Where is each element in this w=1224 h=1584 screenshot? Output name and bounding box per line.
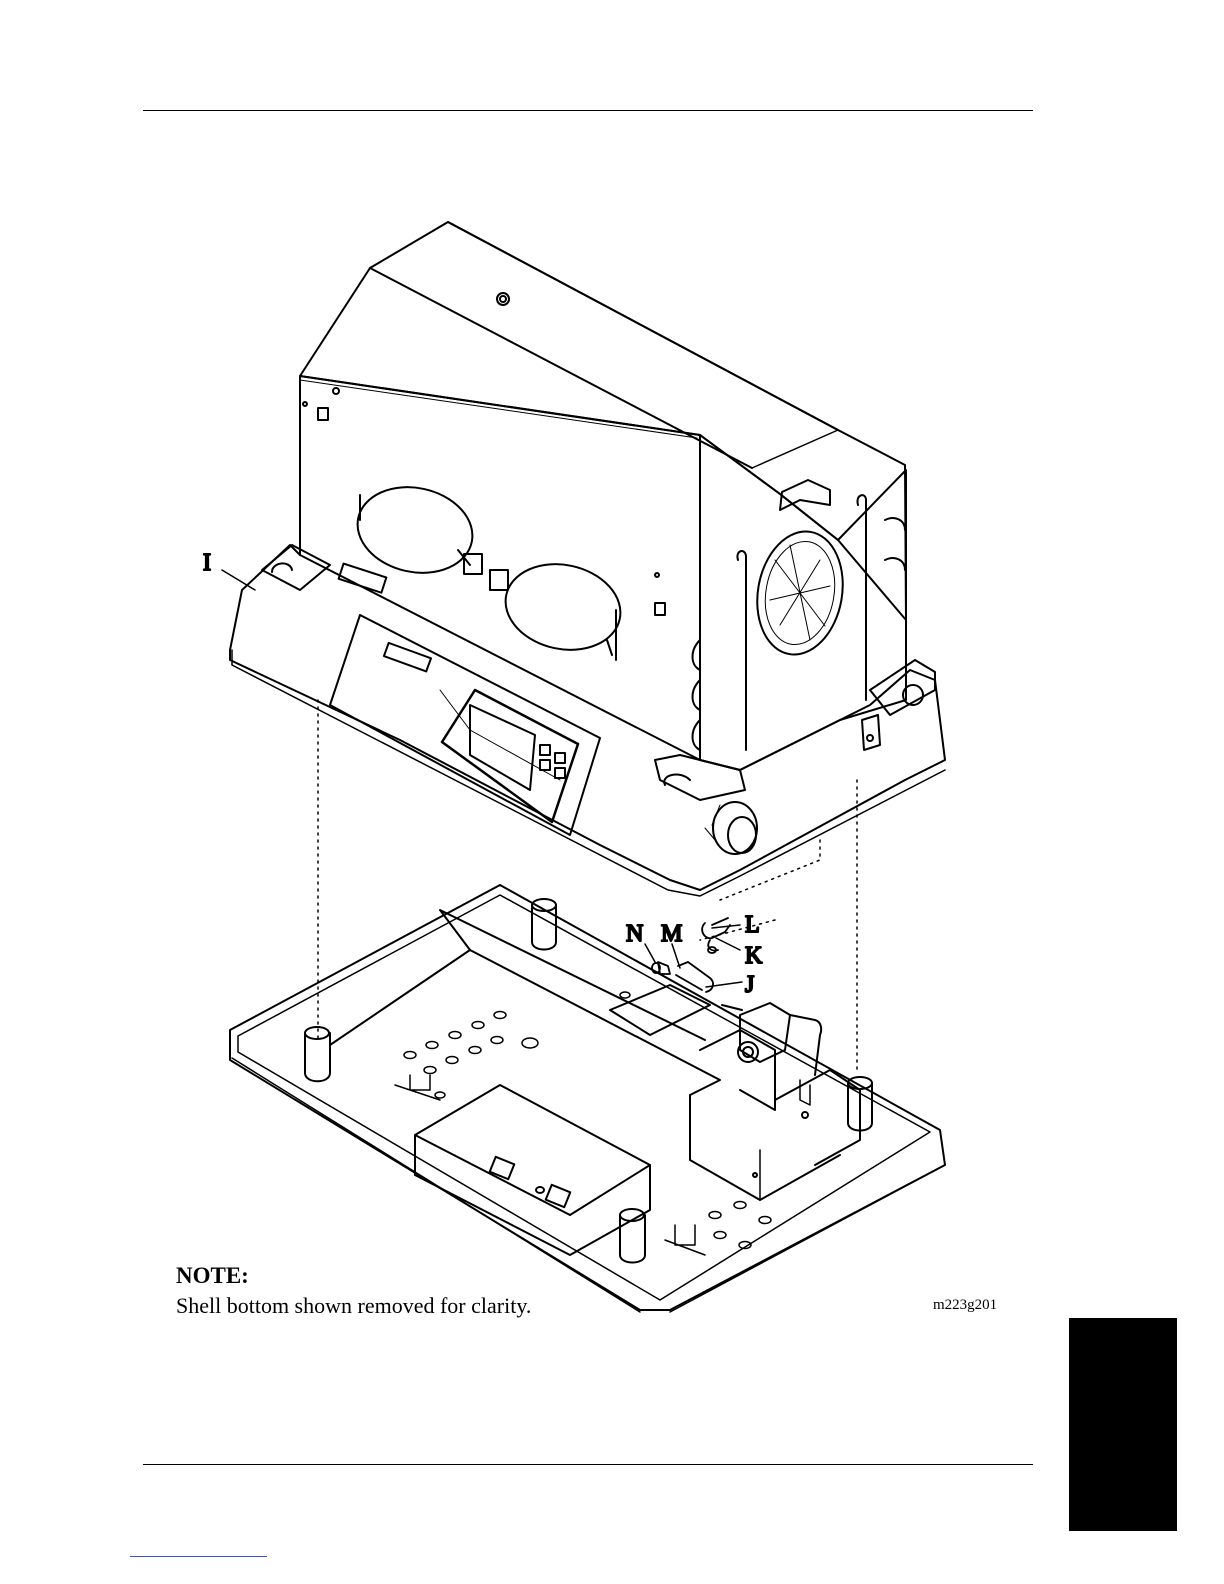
note-text: Shell bottom shown removed for clarity. xyxy=(176,1293,531,1319)
callout-j: J xyxy=(745,972,754,998)
footer-rule xyxy=(143,1464,1033,1465)
figure-id: m223g201 xyxy=(933,1297,997,1314)
section-tab-marker xyxy=(1069,1318,1177,1531)
hood-assembly xyxy=(230,222,945,896)
alignment-lines xyxy=(318,700,857,1070)
shell-bottom-assembly xyxy=(230,885,945,1312)
note-title: NOTE: xyxy=(176,1263,249,1289)
footer-link-rule[interactable] xyxy=(130,1556,267,1557)
callout-m: M xyxy=(661,921,682,947)
callout-n: N xyxy=(626,921,643,947)
callout-i: I xyxy=(203,550,211,576)
callout-l: L xyxy=(745,912,760,938)
callout-k: K xyxy=(745,943,763,969)
